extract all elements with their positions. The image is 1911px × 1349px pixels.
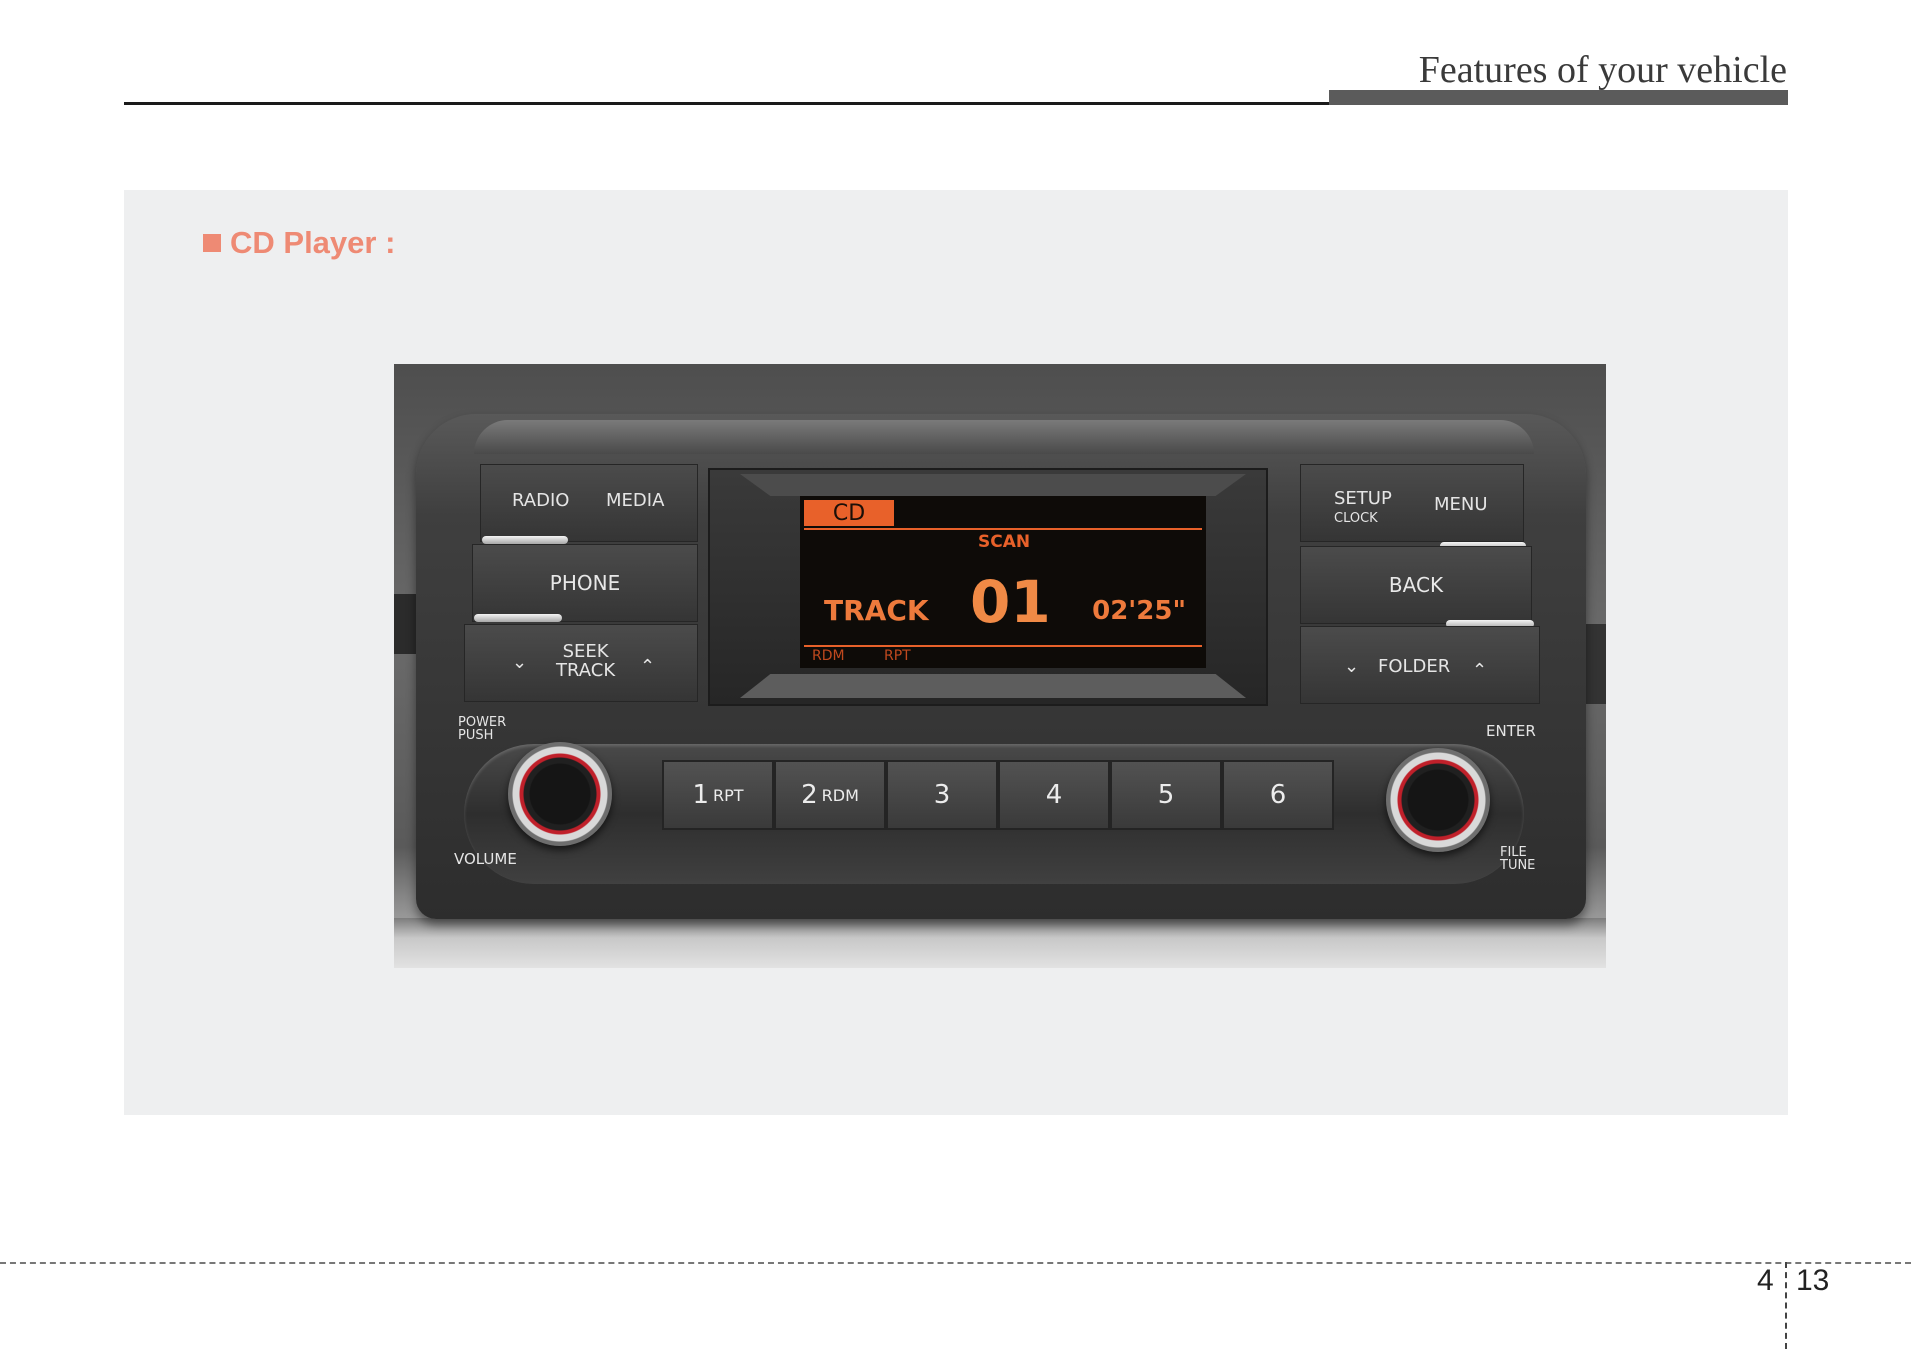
header-rule — [124, 102, 1329, 105]
display-top-line — [804, 528, 1202, 530]
phone-button[interactable]: PHONE — [472, 544, 698, 622]
footer-dashed-line — [0, 1262, 1911, 1264]
display-track-number: 01 — [970, 568, 1051, 636]
seek-down-icon[interactable]: ⌄ — [512, 652, 527, 673]
slot-2 — [474, 614, 562, 622]
header-bar — [1329, 90, 1788, 105]
setup-clock-button[interactable]: SETUP CLOCK — [1334, 490, 1392, 528]
preset-5-num: 5 — [1158, 780, 1175, 810]
page-header-title: Features of your vehicle — [1419, 48, 1787, 92]
section-title: CD Player : — [203, 225, 395, 261]
display-hood — [740, 474, 1246, 496]
push-label: PUSH — [458, 728, 493, 743]
preset-1-sub: RPT — [713, 786, 744, 805]
preset-6-button[interactable]: 6 — [1222, 760, 1334, 830]
enter-label: ENTER — [1486, 722, 1536, 740]
volume-label: VOLUME — [454, 850, 517, 868]
folder-label: FOLDER — [1378, 656, 1450, 677]
preset-1-num: 1 — [692, 780, 709, 810]
display-mode: SCAN — [978, 532, 1030, 552]
seek-label: SEEK — [563, 641, 609, 662]
square-bullet-icon — [203, 234, 221, 252]
media-button[interactable]: MEDIA — [606, 490, 664, 511]
tune-label: TUNE — [1500, 858, 1535, 873]
preset-5-button[interactable]: 5 — [1110, 760, 1222, 830]
display-track-label: TRACK — [824, 594, 929, 627]
phone-button-label: PHONE — [550, 571, 620, 595]
dash-trim-strip — [394, 918, 1606, 968]
preset-2-num: 2 — [801, 780, 818, 810]
cd-slot — [482, 536, 568, 544]
footer-divider — [1785, 1262, 1787, 1349]
page-number: 13 — [1796, 1264, 1829, 1298]
section-number: 4 — [1757, 1264, 1774, 1298]
volume-knob[interactable] — [508, 742, 612, 846]
lcd-display: CD SCAN TRACK 01 02'25" RDM RPT — [800, 496, 1206, 668]
preset-2-sub: RDM — [822, 786, 859, 805]
display-rdm-indicator: RDM — [812, 648, 845, 664]
menu-button[interactable]: MENU — [1434, 494, 1488, 515]
display-bottom-line — [804, 645, 1202, 647]
folder-up-icon[interactable]: ⌃ — [1472, 660, 1487, 681]
radio-bezel-top — [474, 420, 1534, 454]
display-time: 02'25" — [1092, 596, 1186, 626]
clock-label: CLOCK — [1334, 511, 1378, 526]
track-label: TRACK — [556, 660, 615, 681]
folder-down-icon[interactable]: ⌄ — [1344, 656, 1359, 677]
section-title-text: CD Player : — [230, 225, 395, 260]
seek-up-icon[interactable]: ⌃ — [640, 656, 655, 677]
back-button[interactable]: BACK — [1300, 546, 1532, 624]
preset-3-button[interactable]: 3 — [886, 760, 998, 830]
radio-button[interactable]: RADIO — [512, 490, 569, 511]
display-lip — [740, 674, 1246, 698]
preset-4-button[interactable]: 4 — [998, 760, 1110, 830]
display-source: CD — [804, 500, 894, 526]
preset-6-num: 6 — [1270, 780, 1287, 810]
setup-label: SETUP — [1334, 488, 1392, 509]
tune-knob[interactable] — [1386, 748, 1490, 852]
preset-3-num: 3 — [934, 780, 951, 810]
display-rpt-indicator: RPT — [884, 648, 911, 664]
preset-4-num: 4 — [1046, 780, 1063, 810]
back-button-label: BACK — [1389, 573, 1443, 597]
